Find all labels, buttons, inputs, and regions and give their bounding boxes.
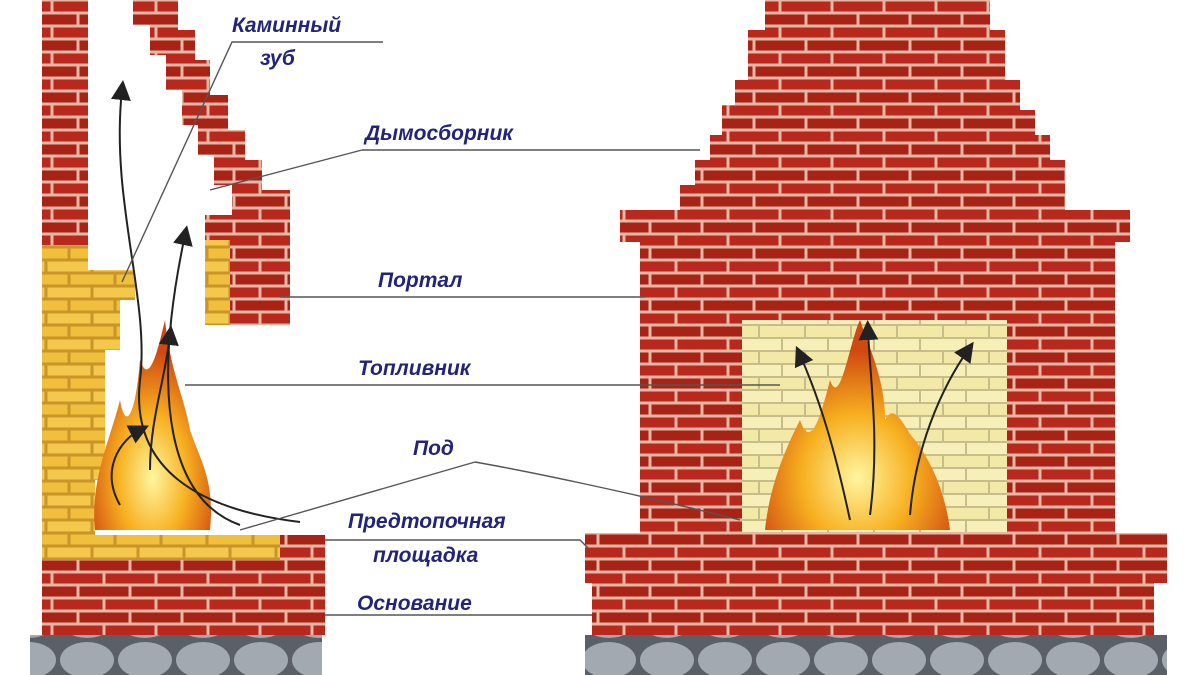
fire-right	[765, 320, 950, 530]
front-view	[585, 0, 1167, 675]
pre-hearth-slab	[585, 533, 1167, 583]
label-hearth-floor: Под	[413, 437, 454, 460]
stone-foundation-right	[585, 635, 1167, 675]
back-wall-brick	[42, 0, 88, 245]
label-tooth-2: зуб	[260, 47, 296, 70]
label-tooth-1: Каминный	[232, 14, 341, 37]
airflow-arrow	[794, 345, 851, 521]
label-firebox: Топливник	[358, 357, 472, 380]
stone-foundation-left	[30, 635, 322, 675]
tooth-lining	[205, 240, 230, 325]
airflow-arrow	[909, 341, 974, 516]
chimney-front	[680, 0, 1065, 212]
airflow-arrow	[110, 80, 301, 523]
airflow-arrow	[858, 320, 879, 516]
pre-hearth-left	[280, 535, 325, 580]
label-smoke-collector: Дымосборник	[363, 122, 514, 145]
hearth-lining	[42, 535, 280, 560]
base-right	[592, 583, 1154, 635]
cross-section	[30, 0, 325, 675]
leader-lines	[121, 41, 780, 616]
label-pre-hearth-1: Предтопочная	[348, 510, 506, 533]
cornice	[620, 210, 1130, 242]
airflow-arrow	[149, 325, 179, 471]
airflow-arrow	[110, 425, 149, 506]
fire-left	[94, 320, 211, 530]
airflow-arrow	[167, 225, 241, 526]
firebrick-lining	[42, 245, 135, 535]
label-portal: Портал	[378, 269, 462, 292]
label-pre-hearth-2: площадка	[373, 544, 479, 567]
label-base: Основание	[357, 592, 472, 615]
labels: Каминный зуб Дымосборник Портал Топливни…	[232, 14, 514, 615]
base-left	[42, 560, 325, 635]
